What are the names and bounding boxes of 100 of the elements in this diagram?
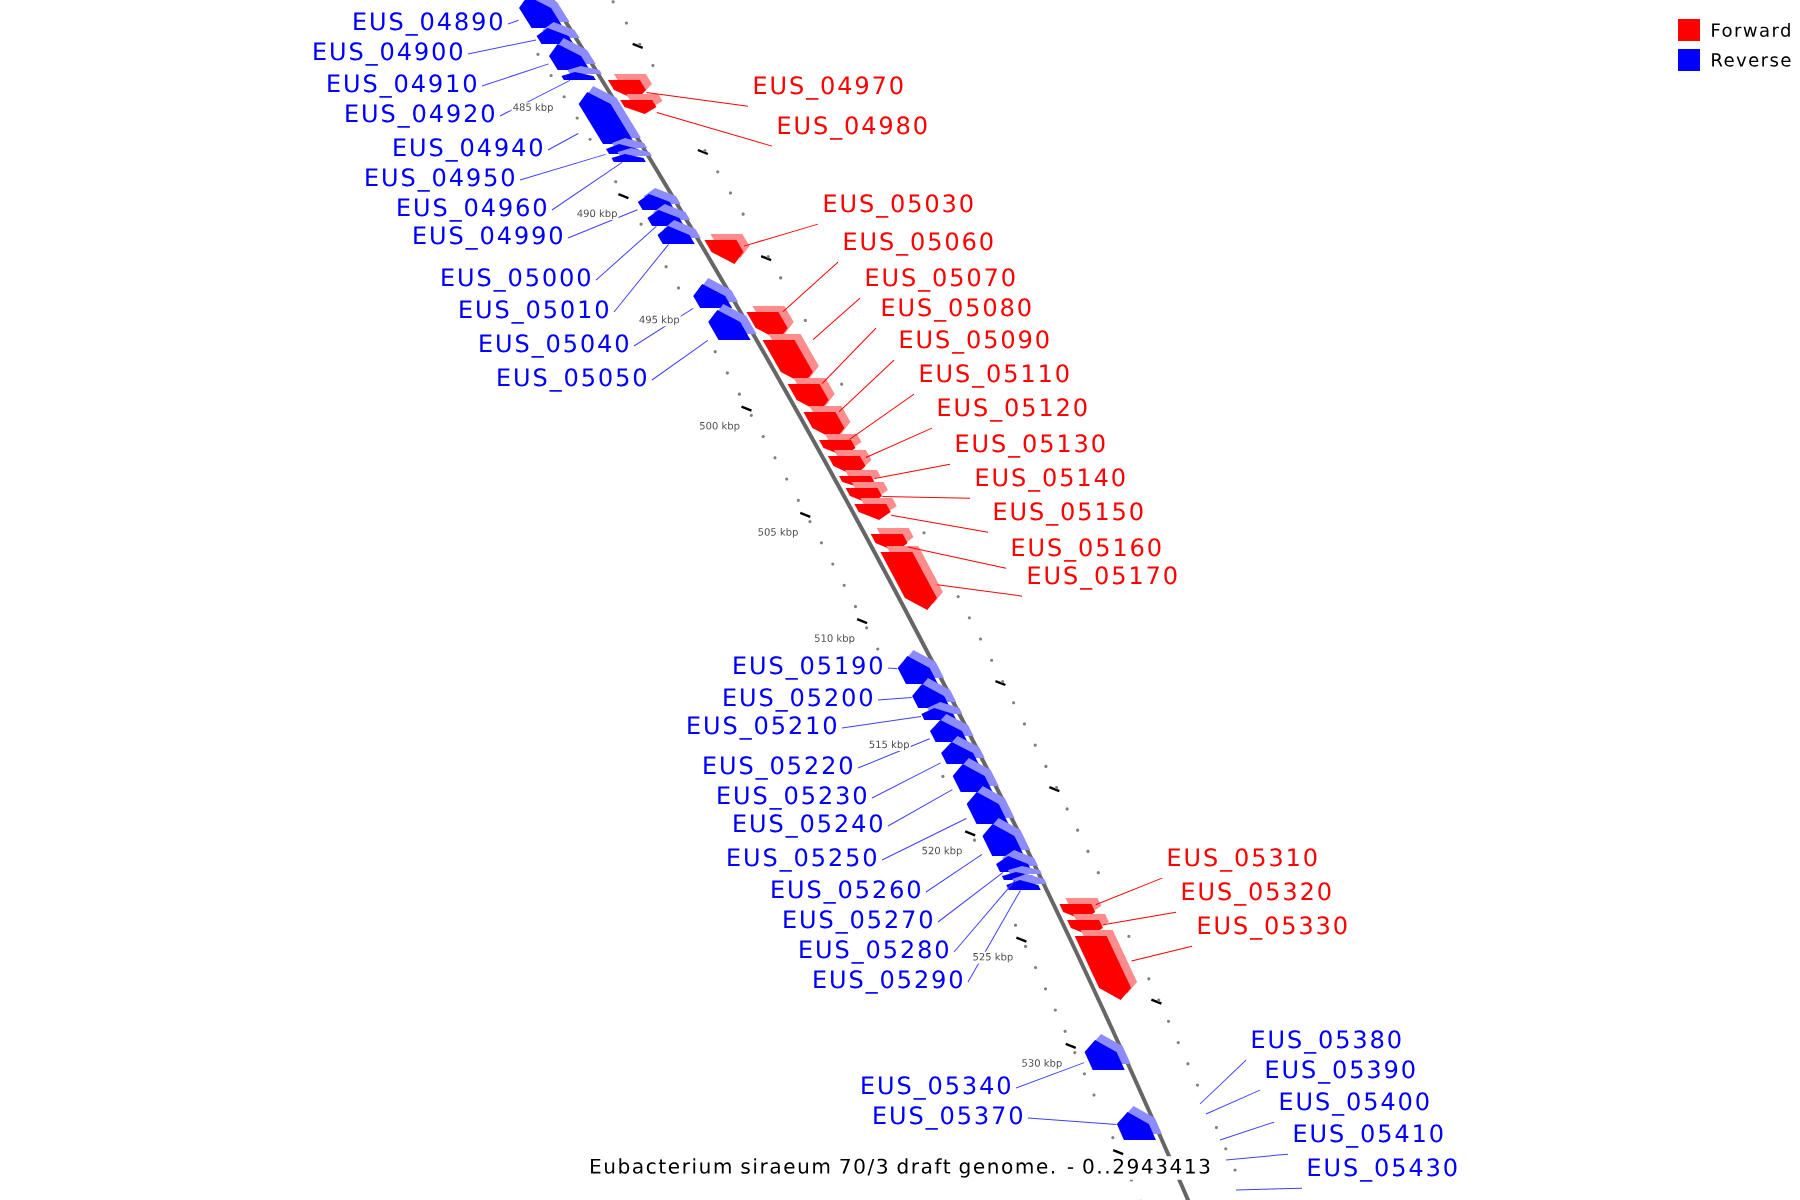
- gene-block: [647, 204, 691, 226]
- leader-line: [1015, 1062, 1085, 1089]
- gene-block: [657, 220, 701, 244]
- gene-label: EUS_04940: [394, 138, 542, 162]
- leader-line: [887, 667, 898, 670]
- gene-label: EUS_05190: [734, 656, 882, 680]
- gene-block: [536, 22, 580, 44]
- leader-line: [890, 514, 989, 533]
- gene-block: [854, 498, 897, 520]
- gene-label: EUS_05270: [784, 910, 932, 934]
- leader-line: [871, 762, 942, 799]
- leader-line: [821, 327, 877, 385]
- gene-block: [1116, 1106, 1162, 1140]
- leader-line: [936, 584, 1023, 597]
- gene-label: EUS_04900: [314, 42, 462, 66]
- leader-line: [1219, 1121, 1275, 1141]
- leader-line: [656, 111, 773, 147]
- gene-label: EUS_05120: [938, 398, 1087, 422]
- leader-line: [645, 92, 749, 107]
- leader-line: [937, 871, 1004, 923]
- gene-label: EUS_04990: [414, 226, 562, 250]
- leader-line: [841, 716, 922, 729]
- leader-line: [567, 209, 638, 239]
- leader-line: [925, 853, 983, 893]
- leader-line: [467, 39, 537, 55]
- gene-label: EUS_04970: [754, 76, 903, 100]
- gene-block: [693, 278, 739, 308]
- gene-label: EUS_05150: [994, 502, 1143, 526]
- leader-line: [857, 738, 931, 769]
- leader-line: [1095, 877, 1163, 906]
- gene-label: EUS_05310: [1168, 848, 1317, 872]
- gene-label: EUS_04890: [354, 12, 502, 36]
- gene-block: [897, 650, 944, 684]
- caption: Eubacterium siraeum 70/3 draft genome. - 0..2943413: [587, 1156, 1213, 1180]
- leader-line: [877, 697, 913, 701]
- gene-label: EUS_05130: [956, 434, 1105, 458]
- leader-line: [481, 63, 550, 87]
- gene-block: [704, 234, 750, 264]
- gene-label: EUS_05260: [772, 880, 920, 904]
- gene-block: [952, 758, 999, 792]
- leader-line: [1205, 1089, 1261, 1115]
- gene-label: EUS_05410: [1294, 1124, 1443, 1148]
- gene-label: EUS_05140: [976, 468, 1125, 492]
- leader-line: [874, 463, 951, 480]
- leader-line: [967, 889, 1021, 983]
- legend-label: Forward: [1712, 23, 1790, 37]
- leader-line: [613, 243, 670, 313]
- gene-label: EUS_05160: [1012, 538, 1161, 562]
- gene-label: EUS_05080: [882, 298, 1031, 322]
- gene-block: [941, 736, 985, 764]
- leader-line: [1102, 911, 1177, 926]
- gene-label: EUS_05240: [734, 814, 882, 838]
- gene-label: EUS_05380: [1252, 1030, 1401, 1054]
- leader-line: [881, 818, 967, 861]
- gene-label: EUS_05220: [704, 756, 852, 780]
- gene-label: EUS_04960: [398, 198, 546, 222]
- gene-label: EUS_05210: [688, 716, 836, 740]
- gene-label: EUS_05200: [724, 688, 872, 712]
- gene-block: [708, 304, 757, 340]
- gene-label: EUS_05330: [1198, 916, 1347, 940]
- leader-line: [838, 359, 895, 413]
- leader-line: [551, 161, 623, 211]
- gene-label: EUS_04910: [328, 74, 476, 98]
- gene-label: EUS_05040: [480, 334, 628, 358]
- leader-line: [1199, 1059, 1247, 1105]
- gene-label: EUS_05400: [1280, 1092, 1429, 1116]
- leader-line: [782, 261, 839, 313]
- gene-label: EUS_05070: [866, 268, 1015, 292]
- leader-line: [848, 393, 915, 441]
- gene-block: [561, 66, 602, 80]
- gene-label: EUS_05340: [862, 1076, 1010, 1100]
- gene-label: EUS_05050: [498, 368, 646, 392]
- gene-label: EUS_05010: [460, 300, 608, 324]
- gene-block: [611, 148, 652, 162]
- leader-line: [595, 225, 657, 281]
- gene-label: EUS_05030: [824, 194, 973, 218]
- gene-label: EUS_04920: [346, 104, 494, 128]
- gene-block: [620, 94, 663, 114]
- leader-line: [507, 19, 520, 25]
- leader-line: [812, 297, 861, 341]
- gene-block: [921, 702, 963, 720]
- leader-line: [881, 495, 971, 499]
- leader-line: [1235, 1187, 1303, 1191]
- gene-label: EUS_05430: [1308, 1158, 1457, 1182]
- leader-line: [547, 133, 579, 151]
- gene-block: [966, 786, 1015, 824]
- gene-label: EUS_05320: [1182, 882, 1331, 906]
- gene-label: EUS_05170: [1028, 566, 1177, 590]
- leader-line: [1225, 1153, 1289, 1161]
- gene-label: EUS_05370: [874, 1106, 1022, 1130]
- gene-block: [1084, 1034, 1131, 1070]
- gene-label: EUS_05290: [814, 970, 962, 994]
- gene-label: EUS_04950: [366, 168, 514, 192]
- gene-block: [1006, 874, 1047, 890]
- leader-line: [743, 223, 819, 247]
- gene-label: EUS_05280: [800, 940, 948, 964]
- gene-label: EUS_04980: [778, 116, 927, 140]
- leader-line: [907, 546, 1007, 569]
- gene-label: EUS_05090: [900, 330, 1049, 354]
- leader-line: [633, 307, 694, 347]
